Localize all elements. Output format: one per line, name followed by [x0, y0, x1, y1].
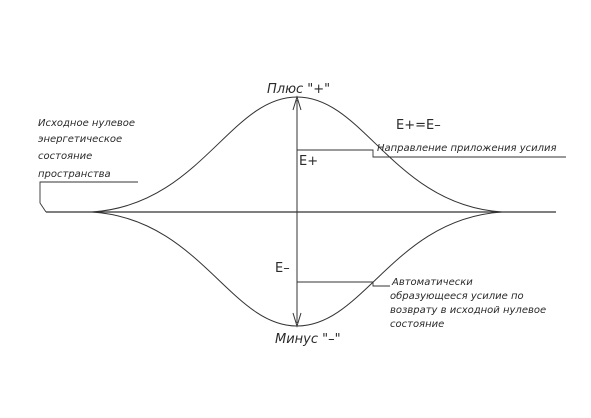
minus-label: Минус "–"	[275, 332, 341, 347]
initial-state-line-4: пространства	[38, 169, 111, 180]
e-plus-label: E+	[299, 154, 318, 169]
auto-force-line-3: возврату в исходной нулевое	[390, 305, 546, 316]
equation-label: E+=E–	[396, 118, 441, 133]
initial-state-line-1: Исходное нулевое	[38, 118, 135, 129]
auto-force-line-1: Автоматически	[391, 277, 473, 288]
arrow-up-icon	[292, 95, 302, 111]
auto-force-leader-line	[297, 281, 390, 287]
direction-label: Направление приложения усилия	[377, 143, 557, 154]
arrow-down-icon	[292, 312, 302, 328]
auto-force-line-2: образующееся усилие по	[390, 290, 524, 302]
direction-leader-line	[297, 149, 566, 158]
e-minus-label: E–	[275, 261, 290, 276]
initial-state-line-2: энергетическое	[38, 134, 122, 145]
auto-force-note: Автоматически образующееся усилие по воз…	[390, 277, 546, 330]
plus-label: Плюс "+"	[267, 82, 330, 97]
initial-state-leader-line	[39, 181, 138, 213]
initial-state-line-3: состояние	[38, 151, 92, 162]
auto-force-line-4: состояние	[390, 319, 444, 330]
initial-state-note: Исходное нулевое энергетическое состояни…	[38, 118, 135, 180]
